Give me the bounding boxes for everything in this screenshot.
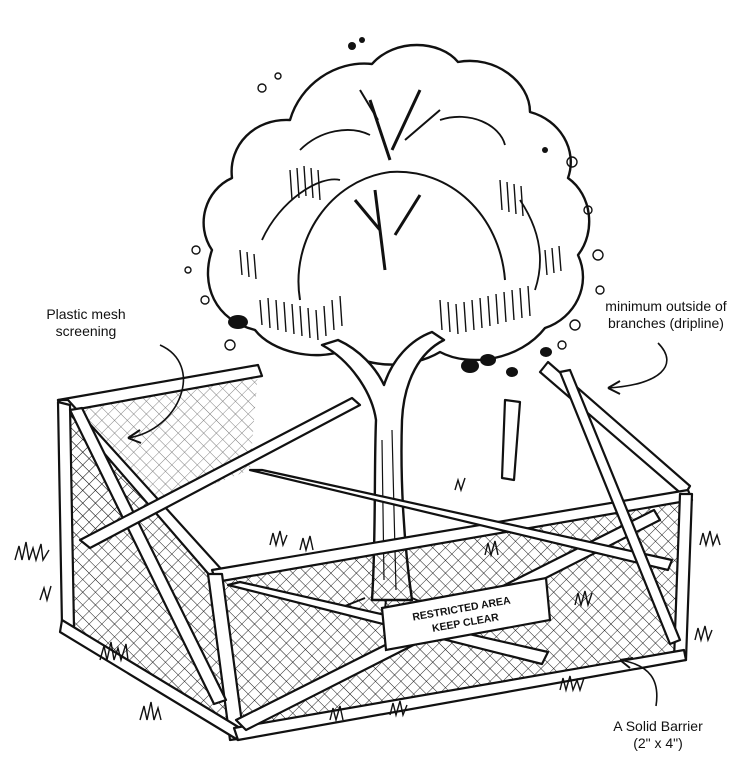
dripline-label-line-1: minimum outside of (594, 298, 738, 315)
mesh-label-line-1: Plastic mesh (22, 306, 150, 323)
mesh-screening-label: Plastic mesh screening (22, 306, 150, 340)
barrier-label-line-2: (2" x 4") (596, 735, 720, 752)
barrier-label-line-1: A Solid Barrier (596, 718, 720, 735)
mesh-label-line-2: screening (22, 323, 150, 340)
dripline-label-line-2: branches (dripline) (594, 315, 738, 332)
dripline-label: minimum outside of branches (dripline) (594, 298, 738, 332)
solid-barrier-label: A Solid Barrier (2" x 4") (596, 718, 720, 752)
dripline-arrow (608, 343, 667, 388)
